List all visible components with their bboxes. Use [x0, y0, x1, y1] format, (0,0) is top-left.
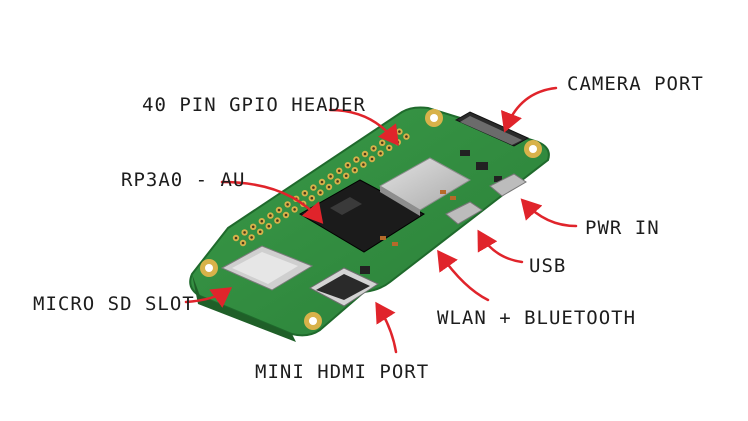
label-gpio-header: 40 PIN GPIO HEADER [142, 94, 366, 116]
arrow-gpio [328, 108, 400, 146]
label-soc: RP3A0 - AU [121, 169, 246, 191]
gpio-pin-hole-center [329, 175, 332, 178]
small-components [360, 150, 502, 274]
label-usb: USB [529, 255, 567, 277]
arrow-usb [477, 229, 524, 264]
camera-connector [454, 111, 530, 147]
gpio-pin-hole-center [293, 208, 296, 211]
gpio-pin-hole-center [241, 241, 245, 245]
arrow-wlan [437, 249, 490, 302]
gpio-pin-hole-center [370, 157, 374, 161]
gpio-pin-hole-center [320, 180, 324, 184]
gpio-pin-hole-center [276, 219, 279, 222]
gpio-pin-hole-center [310, 196, 314, 200]
gpio-pin-hole-center [405, 135, 408, 138]
gpio-pin-hole-center [380, 141, 384, 145]
mounting-holes [200, 109, 542, 330]
gpio-pin-hole-center [234, 236, 238, 240]
arrow-hdmi [375, 301, 398, 354]
label-camera-port: CAMERA PORT [567, 73, 704, 95]
gpio-pin-hole-center [319, 191, 322, 194]
gpio-pin-hole-center [303, 191, 307, 195]
wlan-shield [379, 157, 472, 216]
gpio-pin-hole-center [344, 174, 348, 178]
gpio-pin-hole-center [372, 147, 375, 150]
label-micro-sd-slot: MICRO SD SLOT [33, 293, 195, 315]
usb-ports [445, 173, 527, 225]
callout-arrows [184, 86, 578, 354]
gpio-pin-hole-center [346, 163, 350, 167]
gpio-pin-hole-center [353, 168, 357, 172]
gpio-pin-hole-center [398, 130, 401, 133]
gpio-pin-hole-center [277, 208, 281, 212]
arrow-pwr [520, 198, 578, 228]
mini-hdmi-port [308, 267, 380, 307]
label-mini-hdmi-port: MINI HDMI PORT [255, 361, 430, 383]
gpio-pin-hole-center [251, 225, 255, 229]
gpio-pin-hole-center [260, 219, 264, 223]
gpio-pin-hole-center [336, 180, 339, 183]
gpio-pin-hole-center [327, 185, 331, 189]
arrow-camera [500, 86, 558, 133]
gpio-pin-hole-center [284, 213, 288, 217]
arrow-soc [220, 180, 324, 224]
gpio-pin-hole-center [363, 152, 367, 156]
gpio-pin-hole-center [258, 230, 262, 234]
micro-sd-slot [220, 245, 314, 291]
gpio-pin-hole-center [269, 214, 272, 217]
gpio-pin-hole-center [267, 224, 271, 228]
gpio-pin-hole-center [337, 169, 341, 173]
label-power-in: PWR IN [585, 217, 660, 239]
gpio-pin-hole-center [312, 186, 315, 189]
gpio-pin-hole-center [286, 203, 289, 206]
gpio-pin-hole-center [379, 152, 382, 155]
gpio-pin-hole-center [250, 236, 253, 239]
arrow-sd [184, 287, 233, 308]
gpio-pin-hole-center [243, 231, 246, 234]
gpio-pin-hole-center [355, 158, 358, 161]
gpio-pin-hole-center [362, 163, 365, 166]
label-wlan-bluetooth: WLAN + BLUETOOTH [437, 307, 637, 329]
gpio-pin-hole-center [387, 146, 391, 150]
